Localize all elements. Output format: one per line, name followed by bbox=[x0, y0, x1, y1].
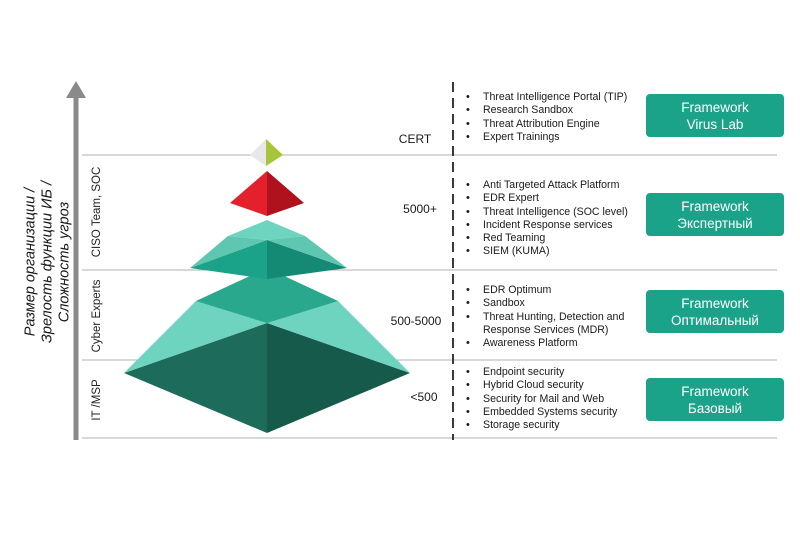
feature-list-basic: Endpoint security Hybrid Cloud security … bbox=[466, 366, 617, 433]
list-item: Embedded Systems security bbox=[466, 406, 617, 420]
axis-title-line-1: Размер организации / bbox=[22, 187, 39, 337]
framework-name: Virus Lab bbox=[686, 116, 744, 132]
list-item: EDR Optimum bbox=[466, 284, 642, 298]
pyramid-red-tier bbox=[230, 171, 304, 216]
list-item: Hybrid Cloud security bbox=[466, 379, 617, 393]
list-item: Awareness Platform bbox=[466, 337, 642, 351]
list-item: Threat Hunting, Detection and Response S… bbox=[466, 311, 642, 338]
size-label-cert: CERT bbox=[398, 132, 432, 146]
framework-name: Экспертный bbox=[677, 215, 753, 231]
list-item: Red Teaming bbox=[466, 232, 628, 246]
axis-title: Размер организации / Зрелость функции ИБ… bbox=[23, 102, 74, 422]
list-item: Threat Intelligence Portal (TIP) bbox=[466, 91, 627, 105]
feature-list-cert: Threat Intelligence Portal (TIP) Researc… bbox=[466, 91, 627, 144]
list-item: Threat Attribution Engine bbox=[466, 118, 627, 132]
list-item: SIEM (KUMA) bbox=[466, 245, 628, 259]
list-item: Storage security bbox=[466, 419, 617, 433]
pyramid-soc-tier bbox=[190, 220, 347, 279]
framework-virus-lab-button[interactable]: Framework Virus Lab bbox=[646, 94, 784, 137]
framework-label: Framework bbox=[681, 295, 749, 311]
list-item: Threat Intelligence (SOC level) bbox=[466, 206, 628, 220]
framework-optimal-button[interactable]: Framework Оптимальный bbox=[646, 290, 784, 333]
pyramid-base-tier bbox=[124, 323, 410, 433]
list-item: Research Sandbox bbox=[466, 104, 627, 118]
list-item: Security for Mail and Web bbox=[466, 393, 617, 407]
side-label-experts: Cyber Experts bbox=[91, 279, 103, 353]
framework-name: Оптимальный bbox=[671, 312, 759, 328]
pyramid-cert-tip bbox=[250, 139, 283, 166]
axis-title-line-2: Зрелость функции ИБ / bbox=[39, 181, 56, 343]
framework-label: Framework bbox=[681, 198, 749, 214]
feature-list-optimal: EDR Optimum Sandbox Threat Hunting, Dete… bbox=[466, 284, 642, 351]
list-item: EDR Expert bbox=[466, 192, 628, 206]
framework-label: Framework bbox=[681, 383, 749, 399]
list-item: Endpoint security bbox=[466, 366, 617, 380]
axis-title-line-3: Сложность угроз bbox=[56, 201, 73, 323]
size-label-5000-plus: 5000+ bbox=[403, 202, 437, 216]
list-item: Anti Targeted Attack Platform bbox=[466, 179, 628, 193]
framework-label: Framework bbox=[681, 99, 749, 115]
list-item: Sandbox bbox=[466, 297, 642, 311]
pyramid-base-cap bbox=[124, 268, 410, 373]
side-label-soc: CISO Team, SOC bbox=[91, 166, 103, 258]
list-item: Incident Response services bbox=[466, 219, 628, 233]
framework-expert-button[interactable]: Framework Экспертный bbox=[646, 193, 784, 236]
framework-basic-button[interactable]: Framework Базовый bbox=[646, 378, 784, 421]
feature-list-expert: Anti Targeted Attack Platform EDR Expert… bbox=[466, 179, 628, 259]
maturity-axis-arrow bbox=[66, 81, 86, 440]
list-item: Expert Trainings bbox=[466, 131, 627, 145]
framework-name: Базовый bbox=[687, 400, 743, 416]
side-label-it-msp: IT /MSP bbox=[91, 379, 103, 421]
size-label-under-500: <500 bbox=[410, 390, 438, 404]
size-label-500-5000: 500-5000 bbox=[390, 314, 442, 328]
